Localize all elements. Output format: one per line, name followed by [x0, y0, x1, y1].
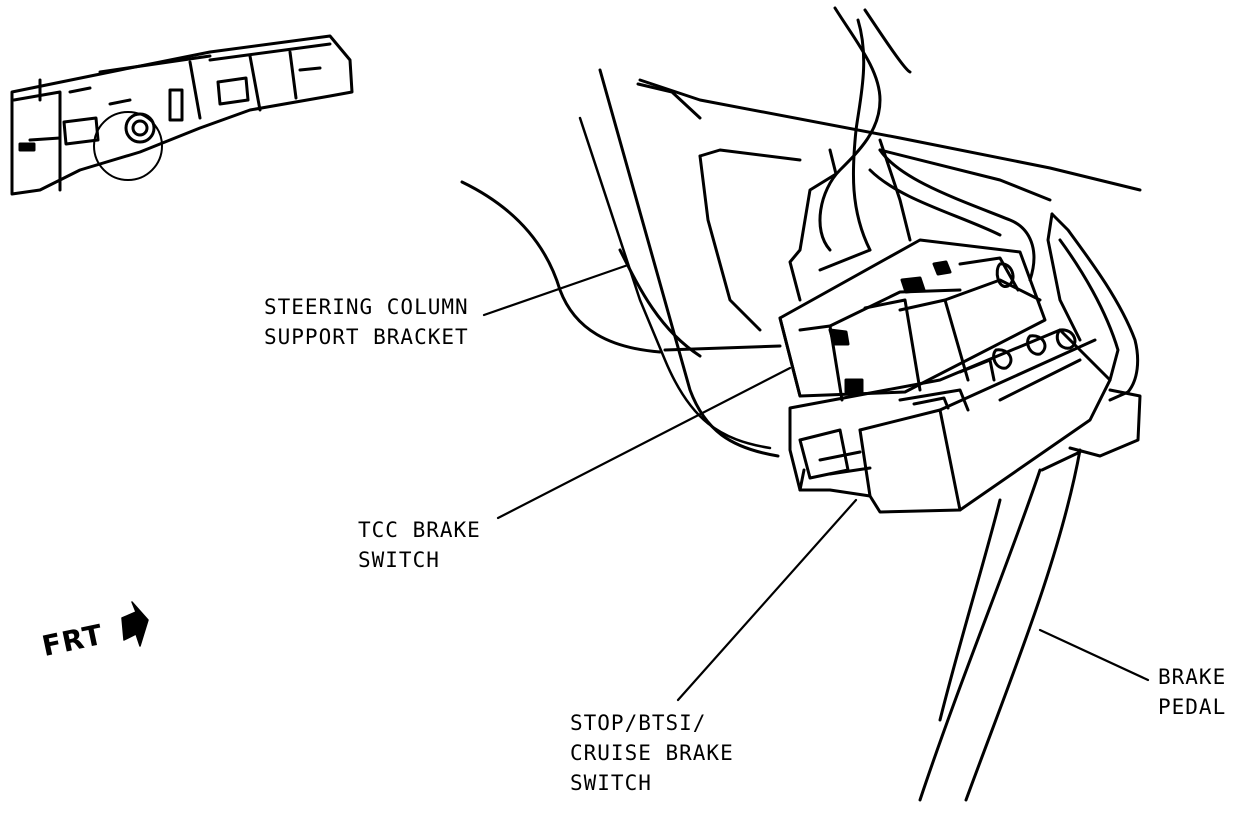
front-arrow-icon — [121, 601, 149, 647]
label-line: SUPPORT BRACKET — [264, 325, 469, 349]
brake-pedal-arm — [918, 468, 1042, 802]
label-line: TCC BRAKE — [358, 518, 481, 542]
steering-column-support-bracket — [598, 68, 780, 458]
label-line: BRAKE — [1158, 665, 1227, 689]
label-line: CRUISE BRAKE — [570, 741, 734, 765]
label-line: STEERING COLUMN — [264, 295, 469, 319]
tcc-brake-switch-body — [778, 238, 1047, 402]
label-line: SWITCH — [570, 771, 652, 795]
label-brake-pedal: BRAKE PEDAL — [1158, 662, 1226, 722]
label-tcc-brake-switch: TCC BRAKE SWITCH — [358, 515, 481, 575]
dashboard-locator-thumbnail — [10, 34, 354, 196]
leader-stop-switch — [676, 498, 858, 702]
label-stop-btsi-cruise-brake-switch: STOP/BTSI/ CRUISE BRAKE SWITCH — [570, 708, 734, 798]
label-line: PEDAL — [1158, 695, 1227, 719]
leader-brake-pedal — [1038, 628, 1150, 682]
bracket-outer-curve — [460, 180, 662, 354]
label-steering-column-support-bracket: STEERING COLUMN SUPPORT BRACKET — [264, 292, 469, 352]
stop-btsi-cruise-brake-switch-body — [788, 328, 1112, 514]
leader-steering-bracket — [482, 263, 630, 317]
label-line: SWITCH — [358, 548, 440, 572]
leader-tcc-switch — [496, 366, 792, 520]
label-line: STOP/BTSI/ — [570, 711, 707, 735]
